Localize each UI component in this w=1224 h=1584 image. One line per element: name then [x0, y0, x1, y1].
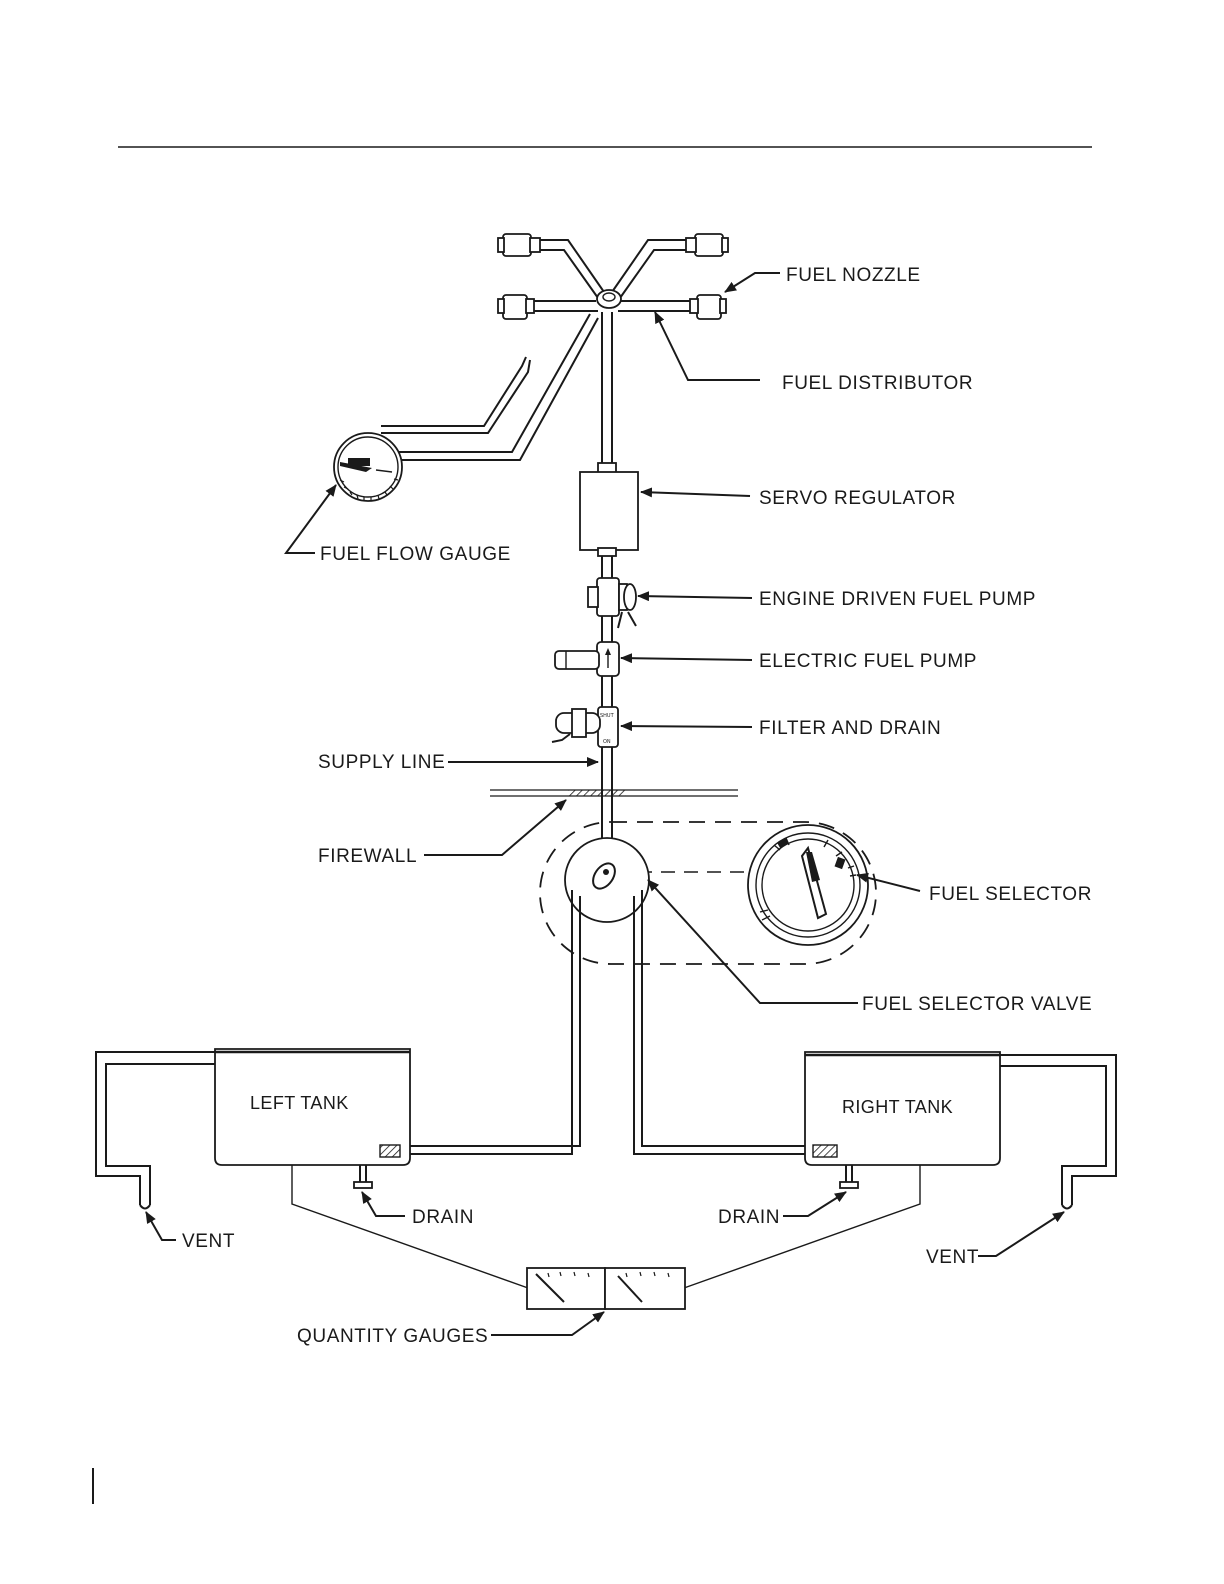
right-vent — [1000, 1055, 1116, 1209]
firewall — [490, 790, 738, 796]
fuel-flow-gauge — [334, 433, 402, 501]
label-drain-right: DRAIN — [718, 1207, 780, 1228]
left-drain — [354, 1165, 372, 1188]
fuel-nozzle-upper-left — [498, 234, 540, 256]
fuel-distributor — [530, 240, 690, 311]
tank-feed-lines — [400, 890, 808, 1154]
label-fuel-distributor: FUEL DISTRIBUTOR — [782, 373, 973, 394]
label-electric-fuel-pump: ELECTRIC FUEL PUMP — [759, 651, 977, 672]
fuel-selector-valve — [565, 838, 649, 922]
fuel-nozzle-upper-right — [686, 234, 728, 256]
label-vent-left: VENT — [182, 1231, 235, 1252]
label-engine-driven-fuel-pump: ENGINE DRIVEN FUEL PUMP — [759, 589, 1036, 610]
label-right-tank: RIGHT TANK — [842, 1097, 953, 1117]
left-vent — [96, 1052, 215, 1209]
label-fuel-nozzle: FUEL NOZZLE — [786, 265, 921, 286]
leader-lines — [146, 273, 1064, 1335]
fuel-flow-gauge-lines — [381, 314, 598, 460]
filter-shut-marking: SHUT — [600, 713, 615, 719]
label-drain-left: DRAIN — [412, 1207, 474, 1228]
label-quantity-gauges: QUANTITY GAUGES — [297, 1326, 488, 1347]
label-fuel-flow-gauge: FUEL FLOW GAUGE — [320, 544, 511, 565]
quantity-gauges — [527, 1268, 685, 1309]
electric-fuel-pump — [555, 642, 619, 676]
label-fuel-selector: FUEL SELECTOR — [929, 884, 1092, 905]
right-drain — [840, 1165, 858, 1188]
label-supply-line: SUPPLY LINE — [318, 752, 445, 773]
fuel-nozzle-lower-left — [498, 295, 534, 319]
servo-regulator — [580, 463, 638, 556]
fuel-nozzle-lower-right — [690, 295, 726, 319]
label-left-tank: LEFT TANK — [250, 1093, 349, 1113]
label-filter-and-drain: FILTER AND DRAIN — [759, 718, 941, 739]
supply-line — [602, 312, 612, 840]
label-firewall: FIREWALL — [318, 846, 417, 867]
label-fuel-selector-valve: FUEL SELECTOR VALVE — [862, 994, 1092, 1015]
fuel-selector — [748, 825, 868, 945]
label-servo-regulator: SERVO REGULATOR — [759, 488, 956, 509]
filter-and-drain: SHUT ON — [552, 707, 618, 747]
filter-on-marking: ON — [603, 739, 611, 745]
label-vent-right: VENT — [926, 1247, 979, 1268]
